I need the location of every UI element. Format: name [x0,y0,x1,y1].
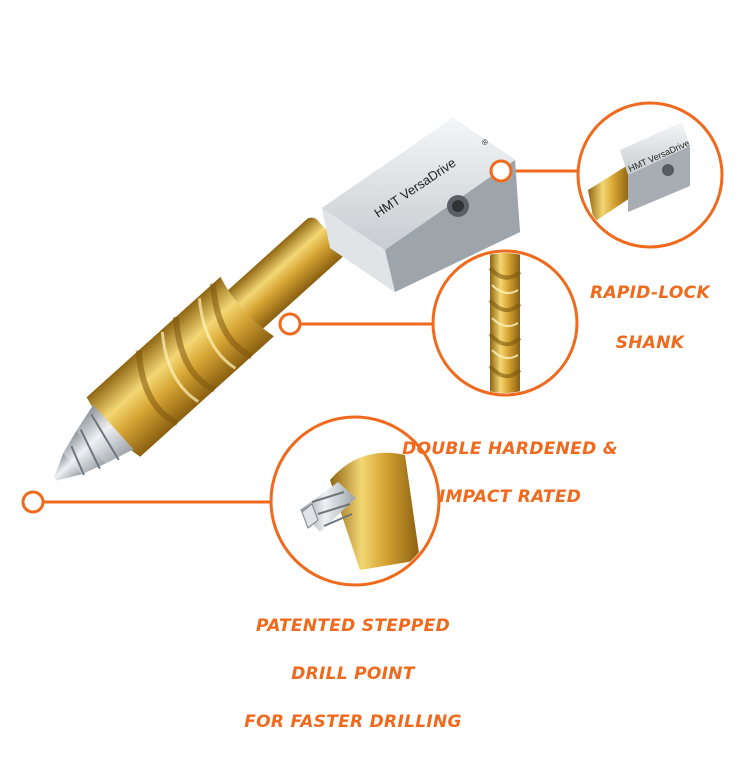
callout-stepped-drill-point: PATENTED STEPPED DRILL POINT FOR FASTER … [228,590,478,758]
callout-line: FOR FASTER DRILLING [244,712,462,732]
marker-dots [21,159,513,514]
shank-trademark: ® [480,137,490,148]
drill-tip-detail-icon [269,415,441,587]
callout-double-hardened: DOUBLE HARDENED & IMPACT RATED [385,413,635,533]
callout-line: PATENTED STEPPED [256,616,450,636]
callout-line: DRILL POINT [291,664,415,684]
drill-body [54,217,344,481]
marker-dot-hardened [278,312,302,336]
marker-dot-shank [489,159,513,183]
marker-dot-point [21,490,45,514]
callout-line: IMPACT RATED [438,487,582,507]
shank-detail-icon: HMT VersaDrive [576,101,724,249]
flute-detail-icon [431,249,579,397]
callout-line: SHANK [615,333,685,353]
callout-line: RAPID-LOCK [590,283,710,303]
callout-rapid-lock-shank: RAPID-LOCK SHANK [560,256,740,381]
callout-line: DOUBLE HARDENED & [402,439,618,459]
hex-shank: HMT VersaDrive ® [322,118,520,292]
drill-bit: HMT VersaDrive ® [54,118,520,481]
